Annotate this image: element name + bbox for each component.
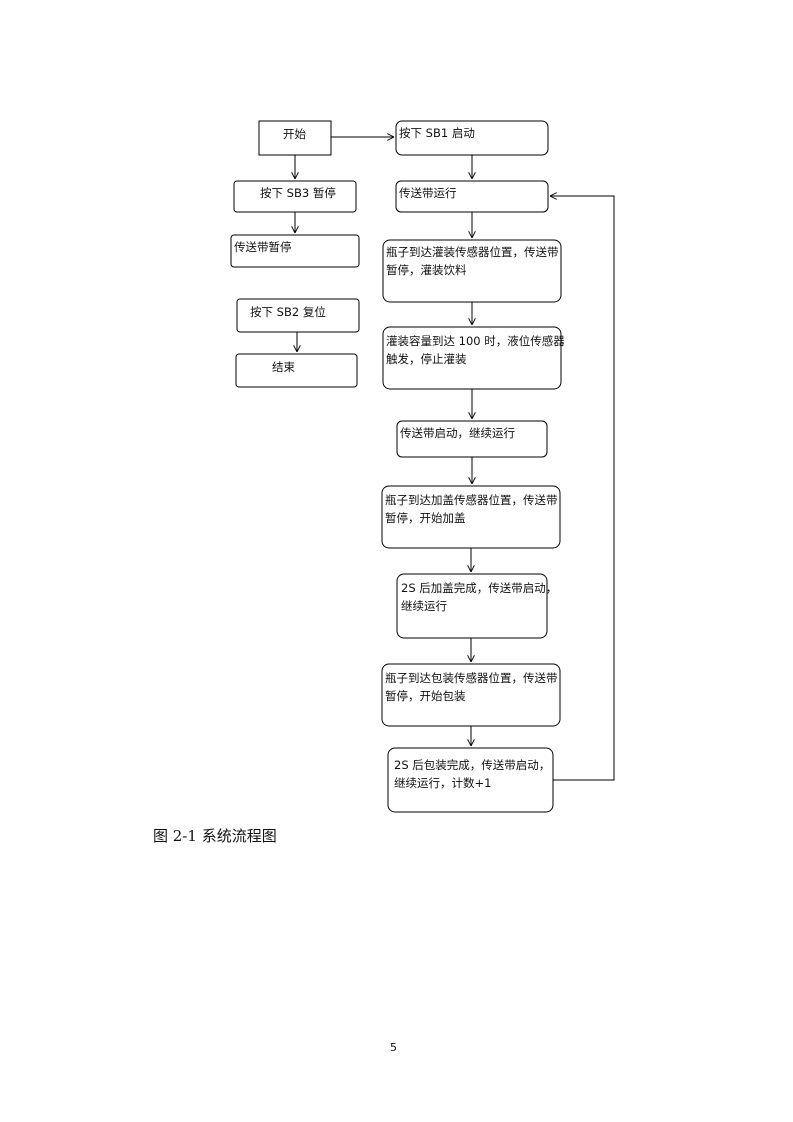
flow-box-text: 2S 后包装完成，传送带启动，继续运行，计数+1 [394, 758, 550, 790]
flow-step-reset-sb2: 按下 SB2 复位 [236, 298, 360, 333]
flow-box-text: 按下 SB1 启动 [399, 126, 475, 140]
flow-step-end: 结束 [235, 353, 358, 388]
flow-step-level-sensor: 灌装容量到达 100 时，液位传感器触发，停止灌装 [382, 326, 565, 390]
flow-box [235, 353, 358, 388]
flow-box-text: 结束 [272, 360, 295, 374]
flow-box-text: 瓶子到达灌装传感器位置，传送带暂停，灌装饮料 [386, 245, 559, 277]
flow-box-text: 2S 后加盖完成，传送带启动，继续运行 [401, 581, 557, 613]
flow-step-belt-paused: 传送带暂停 [230, 234, 360, 268]
flow-step-start: 开始 [258, 120, 332, 156]
flow-step-start-sb1: 按下 SB1 启动 [395, 120, 549, 156]
flow-box-text: 瓶子到达包装传感器位置，传送带暂停，开始包装 [385, 671, 558, 703]
flow-step-cap-done: 2S 后加盖完成，传送带启动，继续运行 [396, 573, 557, 639]
flow-step-fill-sensor: 瓶子到达灌装传感器位置，传送带暂停，灌装饮料 [382, 239, 562, 303]
flow-step-pause-sb3: 按下 SB3 暂停 [233, 180, 357, 213]
flow-box-text: 灌装容量到达 100 时，液位传感器触发，停止灌装 [386, 334, 565, 366]
flow-step-belt-run: 传送带运行 [395, 180, 549, 213]
flow-box-text: 瓶子到达加盖传感器位置，传送带暂停，开始加盖 [385, 493, 558, 525]
flow-step-cap-sensor: 瓶子到达加盖传感器位置，传送带暂停，开始加盖 [381, 485, 561, 549]
flow-box-text: 传送带运行 [399, 186, 457, 200]
flow-step-pack-done: 2S 后包装完成，传送带启动，继续运行，计数+1 [387, 747, 554, 813]
flow-box-text: 开始 [283, 127, 306, 141]
flow-box-text: 按下 SB2 复位 [250, 305, 326, 319]
flow-step-pack-sensor: 瓶子到达包装传感器位置，传送带暂停，开始包装 [381, 663, 561, 727]
flow-box [230, 234, 360, 268]
flow-box-text: 传送带暂停 [234, 240, 292, 254]
page-number: 5 [390, 1041, 397, 1054]
figure-caption: 图 2-1 系统流程图 [153, 827, 277, 845]
flow-step-belt-restart: 传送带启动，继续运行 [396, 420, 548, 458]
flow-box [236, 298, 360, 333]
flow-box [258, 120, 332, 156]
flow-box [396, 573, 548, 639]
flow-box-text: 按下 SB3 暂停 [260, 186, 336, 200]
flow-box-text: 传送带启动，继续运行 [400, 426, 515, 440]
arrow-loop-back-to-belt-run [550, 196, 615, 781]
